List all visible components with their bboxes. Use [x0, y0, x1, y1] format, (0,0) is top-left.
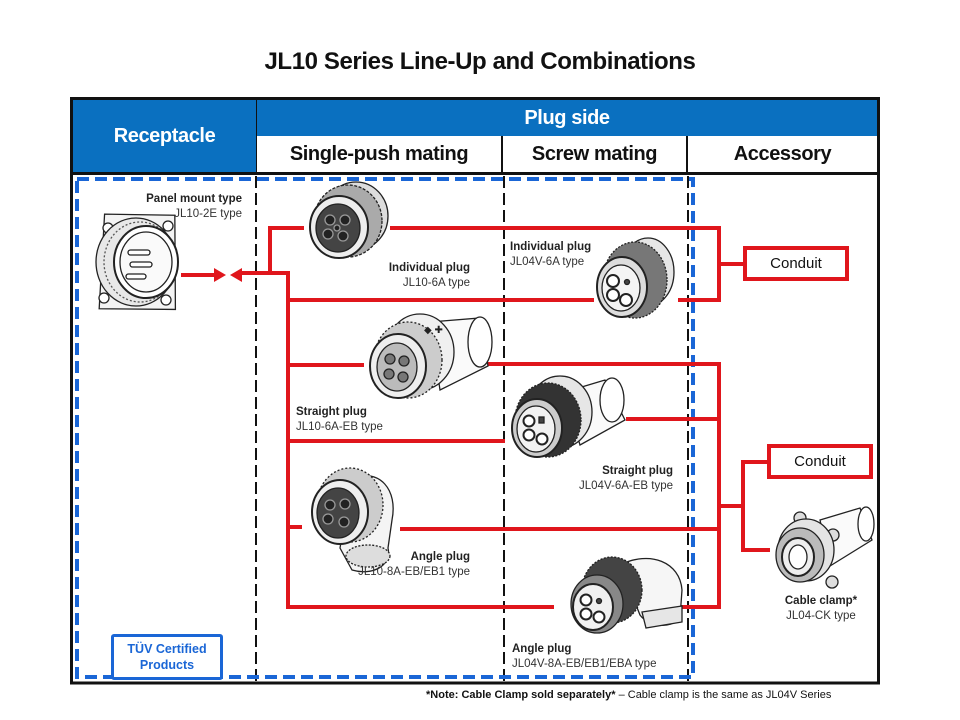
page-title: JL10 Series Line-Up and Combinations — [264, 48, 696, 75]
receptacle-name: Panel mount type — [146, 193, 242, 205]
conduit-box-1: Conduit — [743, 246, 849, 281]
tuv-certified-region — [75, 177, 695, 679]
cable-clamp-model: JL04-CK type — [786, 610, 856, 622]
footnote-rest: – Cable clamp is the same as JL04V Serie… — [615, 689, 832, 701]
header-single-push: Single-push mating — [257, 136, 503, 175]
header-receptacle-label: Receptacle — [113, 124, 216, 147]
plug-jl04v-8a-eb-image — [570, 556, 683, 634]
jl10-6a-eb-name: Straight plug — [296, 406, 367, 418]
line-to-conduit-2-and-clamp — [741, 460, 770, 552]
tuv-badge-line1: TÜV Certified — [127, 642, 207, 656]
jl04v-6a-eb-label: Straight plug JL04V-6A-EB type — [579, 464, 673, 494]
header-receptacle: Receptacle — [70, 97, 257, 175]
header-screw: Screw mating — [503, 136, 688, 175]
tuv-certified-badge: TÜV Certified Products — [111, 634, 223, 680]
cable-clamp-label: Cable clamp* JL04-CK type — [771, 594, 871, 624]
conduit-box-2-label: Conduit — [794, 453, 846, 470]
cable-clamp-name: Cable clamp* — [784, 595, 858, 607]
cable-clamp-image — [775, 506, 875, 589]
plug-jl10-6a-image — [309, 181, 389, 259]
jl10-6a-eb-model: JL10-6A-EB type — [296, 421, 383, 433]
jl10-6a-name: Individual plug — [388, 262, 470, 274]
footnote-bold: *Note: Cable Clamp sold separately* — [426, 689, 616, 701]
jl04v-6a-eb-model: JL04V-6A-EB type — [579, 480, 673, 492]
jl10-8a-eb-model: JL10-8A-EB/EB1 type — [358, 566, 470, 578]
svg-text:◆ ✚: ◆ ✚ — [424, 325, 443, 336]
conduit-box-1-label: Conduit — [770, 255, 822, 272]
jl04v-8a-eb-label: Angle plug JL04V-8A-EB/EB1/EBA type — [512, 642, 656, 672]
jl10-8a-eb-name: Angle plug — [410, 551, 470, 563]
jl04v-6a-label: Individual plug JL04V-6A type — [510, 240, 591, 270]
header-accessory-label: Accessory — [733, 142, 832, 165]
header-plug-side: Plug side — [257, 97, 880, 136]
jl04v-8a-eb-name: Angle plug — [512, 643, 572, 655]
jl04v-8a-eb-model: JL04V-8A-EB/EB1/EBA type — [512, 658, 657, 670]
plug-jl10-6a-eb-image: ◆ ✚ — [369, 313, 493, 399]
header-plug-side-label: Plug side — [524, 106, 610, 129]
conduit-box-2: Conduit — [767, 444, 873, 479]
jl10-6a-model: JL10-6A type — [402, 277, 470, 289]
jl10-6a-eb-label: Straight plug JL10-6A-EB type — [296, 405, 383, 435]
receptacle-label: Panel mount type JL10-2E type — [146, 192, 242, 222]
arrow-right-head — [214, 268, 226, 282]
header-accessory: Accessory — [688, 136, 880, 175]
plug-jl04v-6a-eb-image — [511, 375, 626, 458]
receptacle-panel-mount-image — [95, 213, 179, 311]
plug-jl10-8a-eb-image — [311, 467, 394, 573]
footnote: *Note: Cable Clamp sold separately* – Ca… — [426, 689, 831, 701]
jl10-8a-eb-label: Angle plug JL10-8A-EB/EB1 type — [358, 550, 470, 580]
receptacle-model: JL10-2E type — [174, 208, 242, 220]
plug-jl04v-6a-image — [596, 237, 675, 319]
jl04v-6a-name: Individual plug — [510, 241, 592, 253]
jl04v-6a-eb-name: Straight plug — [602, 465, 673, 477]
line-to-jl10-6a — [268, 226, 304, 275]
header-screw-label: Screw mating — [531, 142, 658, 165]
header-single-push-label: Single-push mating — [289, 142, 469, 165]
tuv-badge-line2: Products — [139, 658, 195, 672]
jl10-6a-label: Individual plug JL10-6A type — [389, 261, 470, 291]
connection-lines — [181, 226, 770, 609]
jl04v-6a-model: JL04V-6A type — [510, 256, 585, 268]
